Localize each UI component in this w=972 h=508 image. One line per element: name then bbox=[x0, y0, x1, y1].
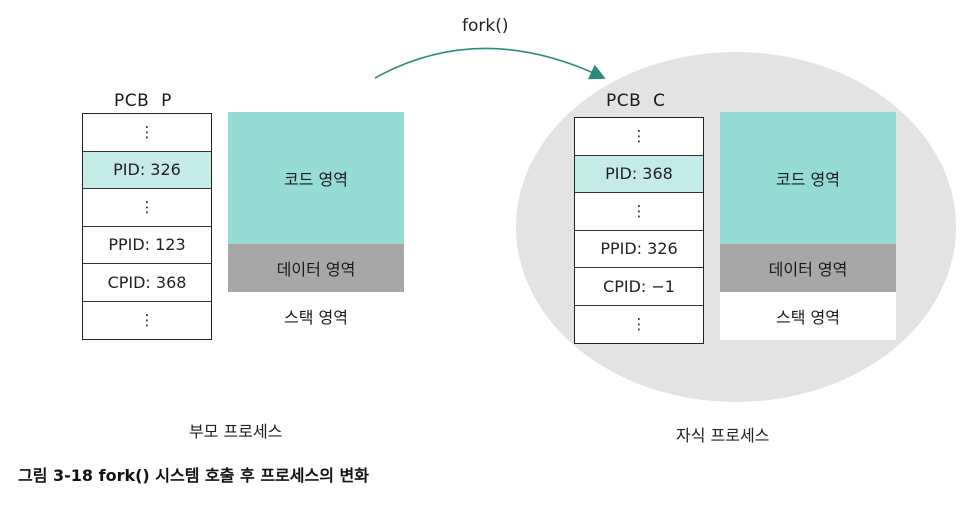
ellipsis: ⋮ bbox=[631, 126, 647, 145]
parent-pcb-row-cpid: CPID: 368 bbox=[83, 264, 211, 302]
child-pcb-row: ⋮ bbox=[575, 118, 703, 156]
parent-code-area: 코드 영역 bbox=[228, 112, 404, 244]
parent-pcb-row-pid: PID: 326 bbox=[83, 151, 211, 189]
child-pcb-table: ⋮ PID: 368 ⋮ PPID: 326 CPID: −1 ⋮ bbox=[574, 117, 704, 344]
fork-label: fork() bbox=[462, 16, 509, 36]
ellipsis: ⋮ bbox=[139, 122, 155, 141]
child-pid: PID: 368 bbox=[605, 164, 673, 184]
parent-cpid: CPID: 368 bbox=[107, 272, 187, 292]
parent-pcb-title: PCB P bbox=[114, 91, 172, 111]
parent-pcb-row-ppid: PPID: 123 bbox=[83, 227, 211, 264]
child-pcb-title: PCB C bbox=[606, 91, 666, 111]
figure-caption: 그림 3-18 fork() 시스템 호출 후 프로세스의 변화 bbox=[18, 466, 369, 485]
parent-pid: PID: 326 bbox=[113, 160, 181, 180]
child-stack-area: 스택 영역 bbox=[720, 292, 896, 340]
fork-arrow bbox=[374, 47, 606, 80]
ellipsis: ⋮ bbox=[631, 314, 647, 333]
parent-memory: 코드 영역 데이터 영역 스택 영역 bbox=[228, 112, 404, 340]
parent-pcb-row: ⋮ bbox=[83, 189, 211, 227]
ellipsis: ⋮ bbox=[139, 310, 155, 329]
child-pcb-row: ⋮ bbox=[575, 193, 703, 231]
parent-stack-area: 스택 영역 bbox=[284, 308, 348, 327]
parent-pcb-row: ⋮ bbox=[83, 114, 211, 152]
child-pcb-row: ⋮ bbox=[575, 306, 703, 344]
parent-pcb-row: ⋮ bbox=[83, 302, 211, 340]
child-memory: 코드 영역 데이터 영역 스택 영역 bbox=[720, 112, 896, 340]
child-pcb-row-pid: PID: 368 bbox=[575, 155, 703, 193]
parent-ppid: PPID: 123 bbox=[108, 235, 186, 255]
child-data-area: 데이터 영역 bbox=[720, 244, 896, 292]
parent-pcb-table: ⋮ PID: 326 ⋮ PPID: 123 CPID: 368 ⋮ bbox=[82, 113, 212, 340]
child-code-area: 코드 영역 bbox=[720, 112, 896, 244]
child-process-label: 자식 프로세스 bbox=[676, 426, 770, 445]
child-ppid: PPID: 326 bbox=[600, 239, 678, 259]
ellipsis: ⋮ bbox=[139, 197, 155, 216]
ellipsis: ⋮ bbox=[631, 201, 647, 220]
child-pcb-row-cpid: CPID: −1 bbox=[575, 268, 703, 306]
parent-data-area: 데이터 영역 bbox=[228, 244, 404, 292]
parent-process-label: 부모 프로세스 bbox=[189, 422, 283, 441]
child-cpid: CPID: −1 bbox=[603, 276, 675, 296]
child-pcb-row-ppid: PPID: 326 bbox=[575, 231, 703, 268]
